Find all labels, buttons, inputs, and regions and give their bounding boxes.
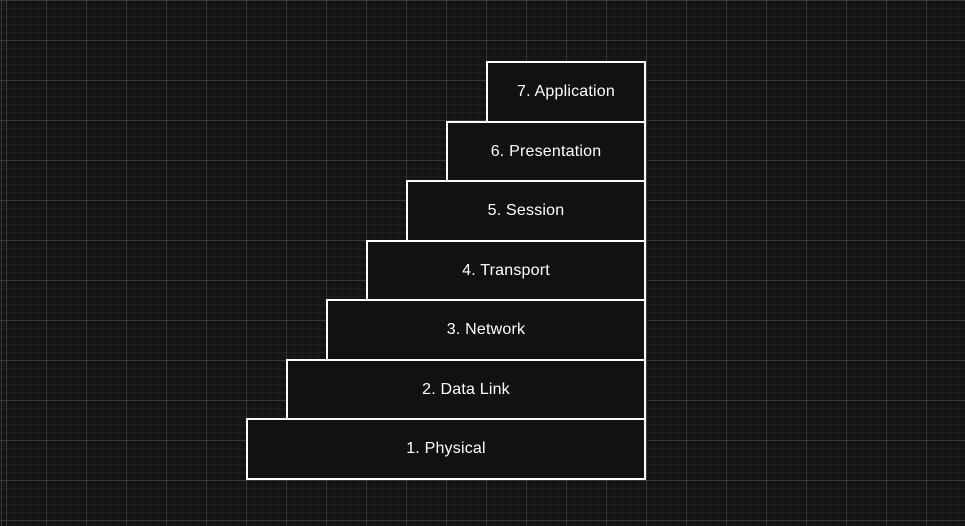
osi-layer-3-network[interactable]: 3. Network xyxy=(326,299,646,361)
osi-layer-5-session[interactable]: 5. Session xyxy=(406,180,646,242)
osi-layer-7-application[interactable]: 7. Application xyxy=(486,61,646,123)
osi-layer-6-presentation[interactable]: 6. Presentation xyxy=(446,121,646,183)
layer-label: 7. Application xyxy=(517,83,615,100)
layer-label: 3. Network xyxy=(446,321,526,338)
osi-layer-1-physical[interactable]: 1. Physical xyxy=(246,418,646,480)
layer-label: 4. Transport xyxy=(462,262,550,279)
layer-label: 6. Presentation xyxy=(490,143,602,160)
layer-label: 5. Session xyxy=(487,202,565,219)
osi-layer-2-data-link[interactable]: 2. Data Link xyxy=(286,359,646,421)
layer-label: 1. Physical xyxy=(406,440,486,457)
osi-layer-4-transport[interactable]: 4. Transport xyxy=(366,240,646,302)
layer-label: 2. Data Link xyxy=(422,381,510,398)
